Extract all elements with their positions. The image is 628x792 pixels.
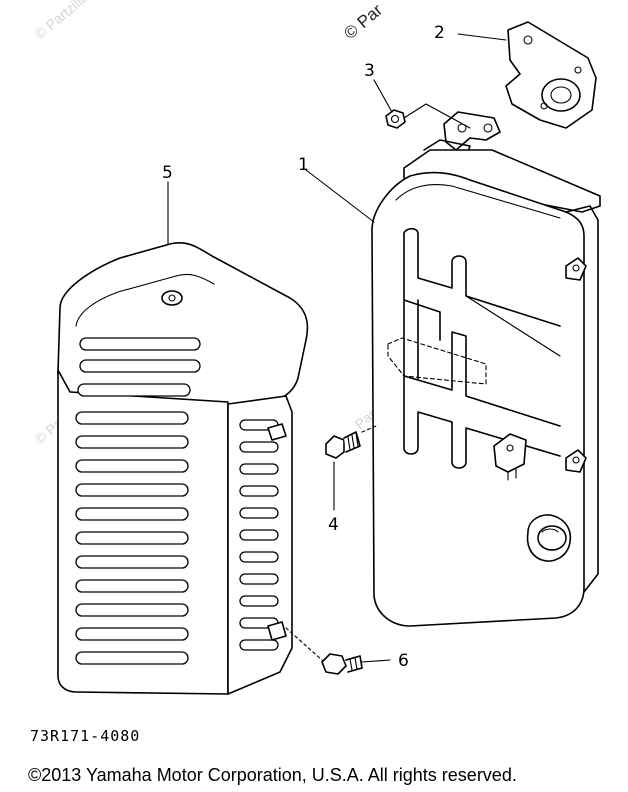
callout-1: 1 [298,155,309,175]
diagram-part-code: 73R171-4080 [30,727,141,745]
watermark-top: © Par [340,0,386,43]
leader-lines [167,33,507,663]
callout-5: 5 [162,163,173,183]
watermark-top-fragment: © Par [340,0,386,43]
muffler-part-1 [371,111,601,627]
nut-part-3 [385,109,406,129]
callout-3: 3 [364,61,375,81]
callout-6: 6 [398,651,409,671]
callout-4: 4 [328,515,339,535]
watermark-top-left: © Partzilla.com [32,0,115,42]
heat-guard-part-5 [57,241,309,695]
bolt-part-4 [325,425,377,459]
gasket-part-2 [505,21,597,129]
copyright-notice: ©2013 Yamaha Motor Corporation, U.S.A. A… [28,765,517,785]
bolt-part-6 [285,627,363,675]
heat-guard-side-slots [239,419,279,651]
callout-2: 2 [434,23,445,43]
heat-guard-front-slots [75,337,201,665]
